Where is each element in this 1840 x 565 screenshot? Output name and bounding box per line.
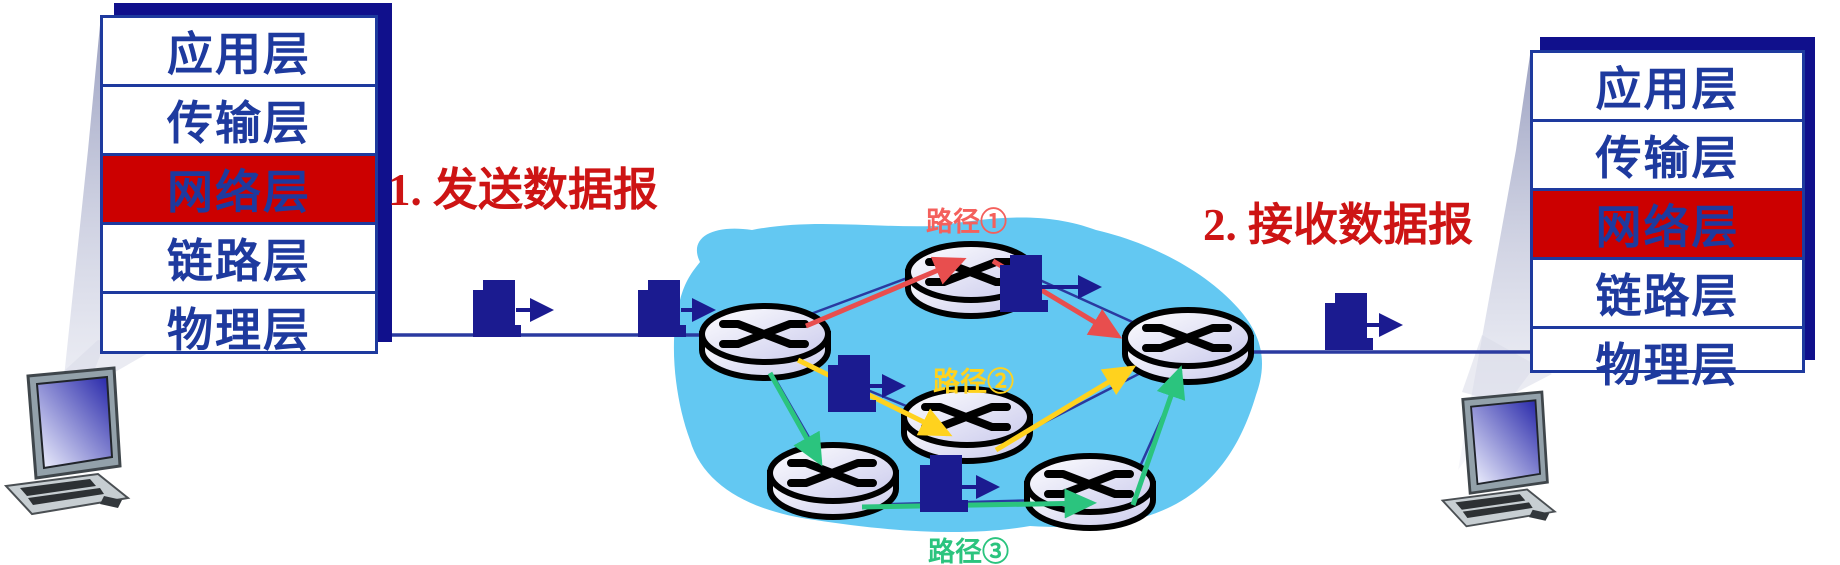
path2-arrow-a: [796, 357, 953, 437]
path3-arrow-b: [861, 488, 1097, 519]
path3-label: 路径③: [928, 537, 1009, 565]
packet-icon: [1325, 293, 1373, 350]
path3-arrow-c: [1130, 365, 1186, 506]
annotation-send-datagram: 1. 发送数据报: [388, 165, 659, 215]
layer-physical: 物理层: [103, 291, 375, 360]
path1-arrow-a: [805, 256, 967, 329]
layer-application: 应用层: [167, 29, 311, 80]
path3-arrow-a: [767, 371, 823, 467]
annotation-receive-datagram: 2. 接收数据报: [1203, 200, 1474, 250]
path2-label: 路径②: [933, 367, 1014, 397]
layer-link: 链路层: [1533, 257, 1802, 326]
router-icon-egress: [1125, 310, 1251, 382]
host-computer-left: [4, 366, 130, 516]
layer-network-highlighted: 网络层: [103, 153, 375, 222]
layer-link: 链路层: [103, 222, 375, 291]
path1-label: 路径①: [926, 207, 1007, 237]
datagram-packets: [473, 255, 1403, 512]
host-computer-right: [1441, 390, 1557, 528]
router-icon-middle: [904, 389, 1030, 461]
protocol-stack-left: 应用层 传输层 网络层 链路层 物理层: [100, 15, 378, 356]
layer-physical: 物理层: [1533, 326, 1802, 395]
path2-arrow-b: [994, 365, 1137, 453]
packet-icon: [473, 280, 521, 337]
layer-application: 应用层: [1595, 64, 1740, 115]
layer-transport: 传输层: [1533, 119, 1802, 188]
protocol-stack-right: 应用层 传输层 网络层 链路层 物理层: [1530, 50, 1805, 391]
layer-network-highlighted: 网络层: [1533, 188, 1802, 257]
router-icon-bottom-right: [1027, 456, 1153, 528]
layer-transport: 传输层: [103, 84, 375, 153]
packet-icon: [638, 280, 686, 337]
